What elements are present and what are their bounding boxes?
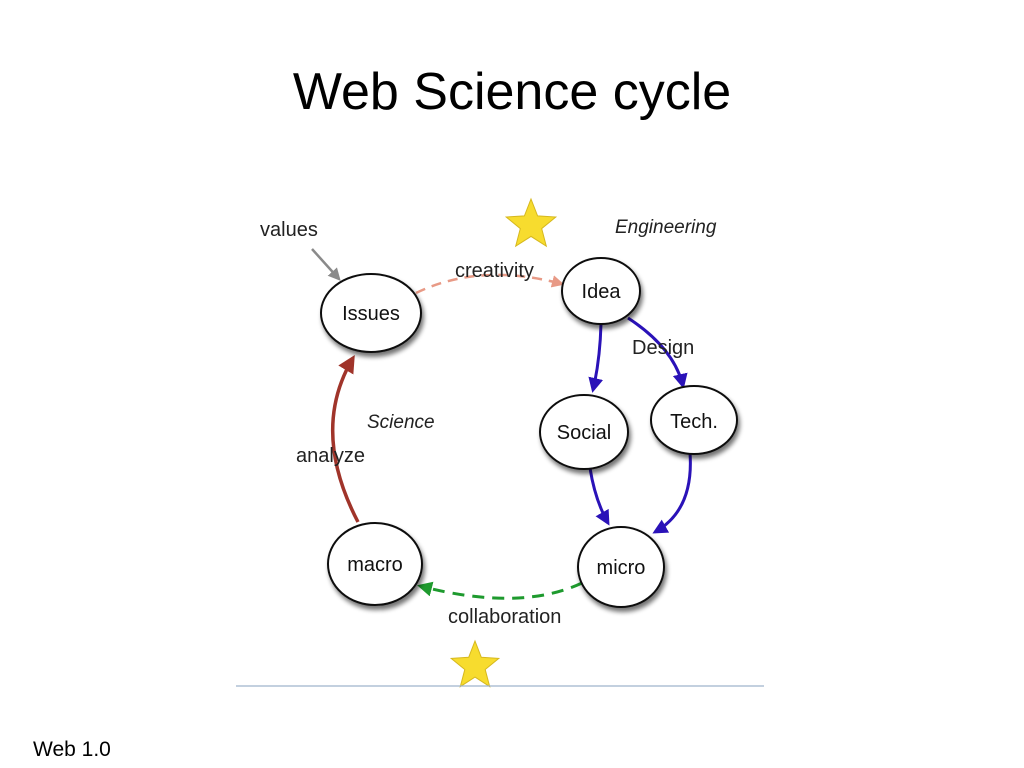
footer-label: Web 1.0 xyxy=(33,738,111,761)
social-to-micro-arrow xyxy=(588,467,610,526)
creativity-label: creativity xyxy=(455,260,534,282)
star-icon xyxy=(449,639,501,688)
idea-to-tech-arrow xyxy=(627,316,688,389)
star-icon xyxy=(504,197,558,248)
node-micro: micro xyxy=(577,526,665,608)
node-tech: Tech. xyxy=(650,385,738,455)
svg-text:macro: macro xyxy=(347,554,403,576)
engineering-label: Engineering xyxy=(615,217,717,238)
collaboration-label: collaboration xyxy=(448,606,561,628)
svg-text:Tech.: Tech. xyxy=(670,411,718,433)
node-social: Social xyxy=(539,394,629,470)
analyze-arrow xyxy=(331,354,360,523)
values-arrow xyxy=(311,248,341,281)
slide-title: Web Science cycle xyxy=(292,63,732,121)
svg-text:Social: Social xyxy=(557,422,611,444)
svg-text:Issues: Issues xyxy=(342,303,400,325)
analyze-label: analyze xyxy=(296,445,365,467)
idea-to-social-arrow xyxy=(588,323,604,393)
creativity-arrow xyxy=(415,273,565,295)
tech-to-micro-arrow xyxy=(652,452,692,534)
design-label: Design xyxy=(632,337,694,359)
svg-text:micro: micro xyxy=(597,557,646,579)
values-label: values xyxy=(260,219,318,241)
node-macro: macro xyxy=(327,522,423,606)
science-label: Science xyxy=(367,412,435,433)
node-idea: Idea xyxy=(561,257,641,325)
collaboration-arrow xyxy=(417,581,583,600)
svg-text:Idea: Idea xyxy=(582,281,622,303)
node-issues: Issues xyxy=(320,273,422,353)
